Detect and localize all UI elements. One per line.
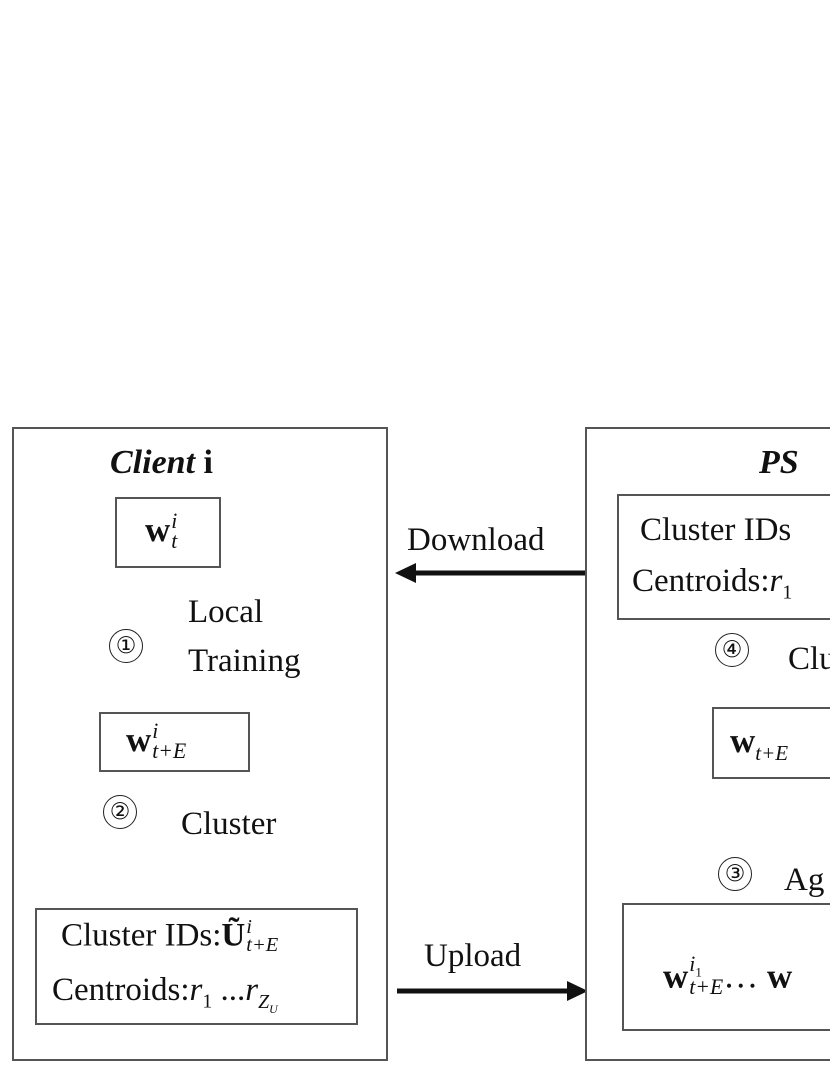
arrowhead-upload bbox=[567, 981, 588, 1001]
step-1-label-line2: Training bbox=[188, 643, 301, 679]
step-3-marker: ③ bbox=[718, 857, 752, 891]
step-1-marker: ① bbox=[109, 629, 143, 663]
download-label: Download bbox=[407, 522, 545, 558]
client-weights-box bbox=[115, 497, 221, 568]
ps-aggregated-weights-box bbox=[712, 707, 830, 779]
step-4-label: Clu bbox=[788, 641, 830, 677]
ps-title: PS bbox=[759, 444, 799, 481]
step-2-label: Cluster bbox=[181, 806, 277, 842]
step-4-marker: ④ bbox=[715, 633, 749, 667]
step-3-label: Ag bbox=[784, 862, 825, 898]
arrowhead-download bbox=[395, 563, 416, 583]
client-title-word: Client bbox=[110, 444, 196, 481]
client-title: Client i bbox=[110, 446, 213, 480]
client-centroids-line: Centroids:r1 ...rZU bbox=[52, 972, 278, 1016]
ps-centroids-line: Centroids:r1 bbox=[632, 563, 793, 604]
step-2-marker: ② bbox=[103, 795, 137, 829]
client-cluster-box bbox=[35, 908, 358, 1025]
ps-aggregated-weights-label: wt+E bbox=[730, 721, 789, 765]
upload-label: Upload bbox=[424, 938, 522, 974]
step-1-label-line1: Local bbox=[188, 594, 264, 630]
client-trained-weights-box bbox=[99, 712, 250, 772]
ps-client-weights-box bbox=[622, 903, 830, 1031]
ps-cluster-box bbox=[617, 494, 830, 620]
ps-cluster-ids-line: Cluster IDs bbox=[640, 512, 792, 548]
client-title-index: i bbox=[203, 444, 213, 481]
